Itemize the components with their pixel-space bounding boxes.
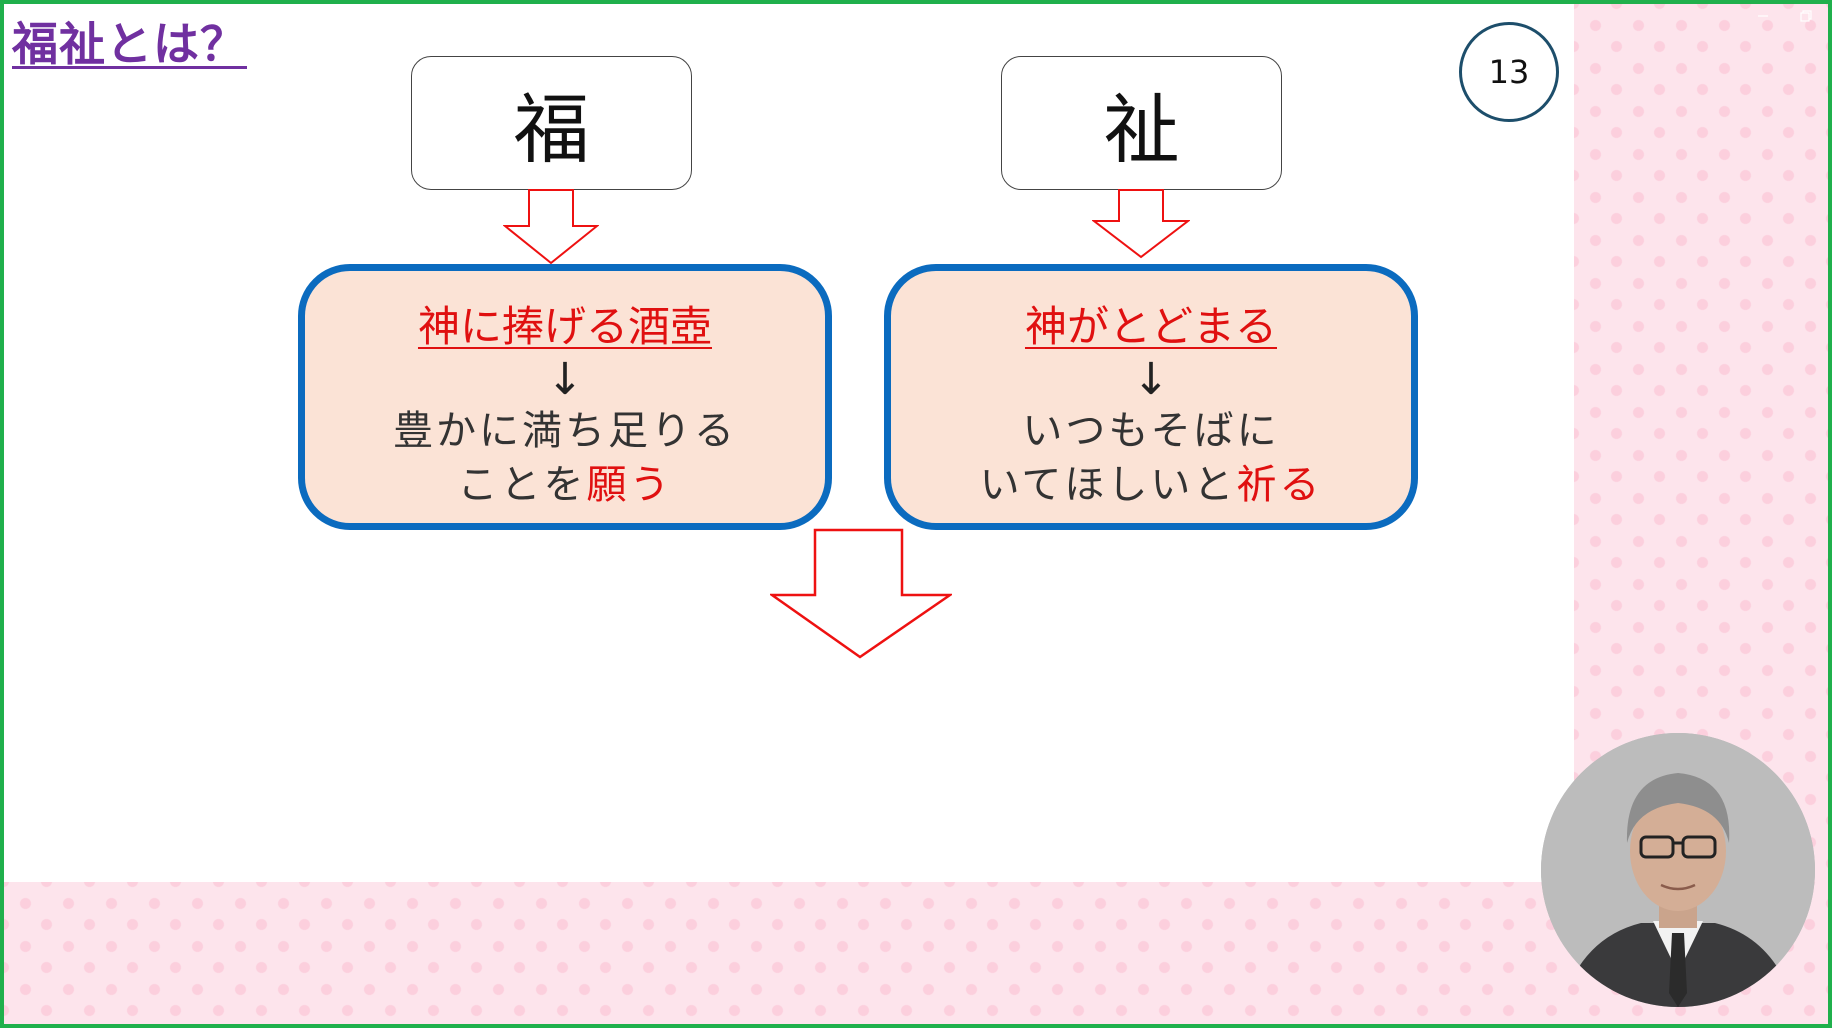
text-line-1: いつもそばに [1022,408,1280,454]
text-line-2: いてほしいと祈る [891,458,1411,512]
kanji-box-fuku: 福 [411,56,692,190]
text-emphasis: 祈る [1236,462,1323,508]
text-line-2: ことを願う [305,458,825,512]
slide: 福祉とは？ 福 祉 神に捧げる酒壺 ↓ 豊かに満ち足りる ことを願う 神がとどま… [4,4,1828,1024]
down-arrow-right-icon [1092,189,1190,259]
text-prefix: ことを [457,462,587,508]
small-down-arrow: ↓ [546,354,584,405]
presenter-video [1541,733,1815,1007]
page-number-badge: 13 [1459,22,1559,122]
heading-fuku: 神に捧げる酒壺 [417,302,712,351]
meaning-box-fuku: 神に捧げる酒壺 ↓ 豊かに満ち足りる ことを願う [298,264,832,530]
text-line-1: 豊かに満ち足りる [393,408,737,454]
small-down-arrow: ↓ [1132,354,1170,405]
heading-shi: 神がとどまる [1024,302,1277,351]
presenter-avatar-icon [1541,733,1815,1007]
pink-dotted-bottom-strip [4,882,1828,1024]
slide-title: 福祉とは？ [12,17,247,71]
meaning-box-shi: 神がとどまる ↓ いつもそばに いてほしいと祈る [884,264,1418,530]
down-arrow-left-icon [503,189,599,265]
text-prefix: いてほしいと [979,462,1237,508]
big-down-arrow-icon [770,528,952,659]
restore-icon[interactable] [1799,10,1813,22]
minimize-icon[interactable] [1756,10,1770,22]
text-emphasis: 願う [586,462,673,508]
kanji-box-shi: 祉 [1001,56,1282,190]
